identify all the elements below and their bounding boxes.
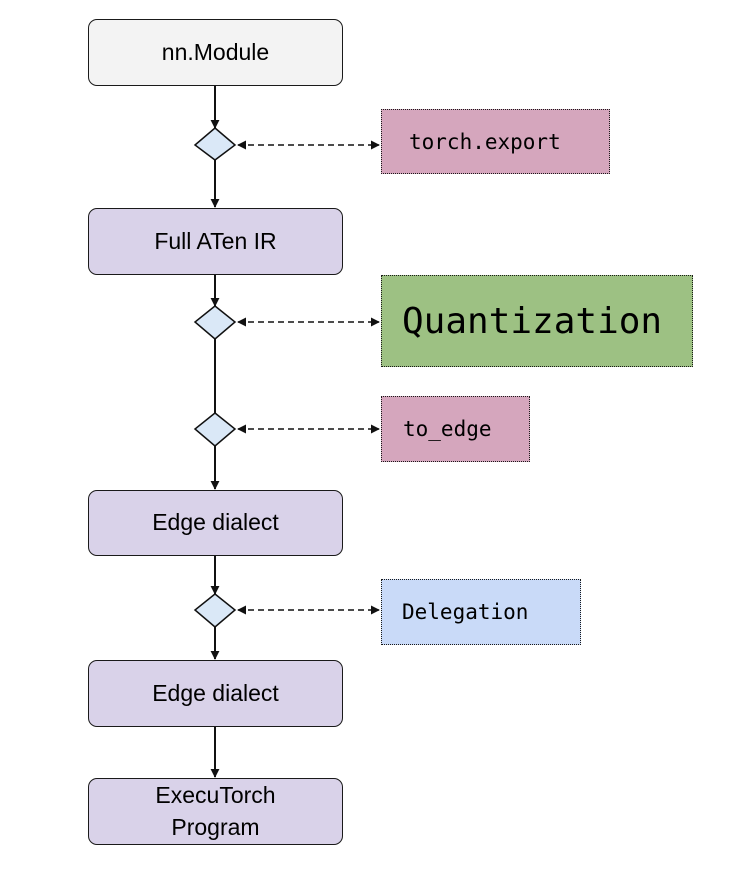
decision-diamond-quantization <box>193 305 237 340</box>
step-quantization: Quantization <box>381 275 693 367</box>
step-to-edge: to_edge <box>381 396 530 462</box>
node-edge-dialect-1-label: Edge dialect <box>152 509 279 536</box>
decision-diamond-export <box>193 127 237 161</box>
node-nn-module: nn.Module <box>88 19 343 86</box>
step-to-edge-label: to_edge <box>403 417 492 441</box>
step-quantization-label: Quantization <box>402 300 663 342</box>
node-full-aten-ir-label: Full ATen IR <box>154 227 277 254</box>
step-delegation: Delegation <box>381 579 581 645</box>
decision-diamond-delegation <box>193 593 237 628</box>
step-torch-export: torch.export <box>381 109 610 174</box>
node-full-aten-ir: Full ATen IR <box>88 208 343 275</box>
decision-diamond-to-edge <box>193 412 237 447</box>
node-executorch-program-line2: Program <box>171 813 260 840</box>
step-delegation-label: Delegation <box>402 600 529 624</box>
step-torch-export-label: torch.export <box>409 129 561 154</box>
node-edge-dialect-2-label: Edge dialect <box>152 679 279 706</box>
node-executorch-program: ExecuTorch Program <box>88 778 343 845</box>
node-edge-dialect-2: Edge dialect <box>88 660 343 727</box>
node-edge-dialect-1: Edge dialect <box>88 490 343 556</box>
node-executorch-program-line1: ExecuTorch <box>155 782 276 809</box>
node-nn-module-label: nn.Module <box>161 38 270 65</box>
